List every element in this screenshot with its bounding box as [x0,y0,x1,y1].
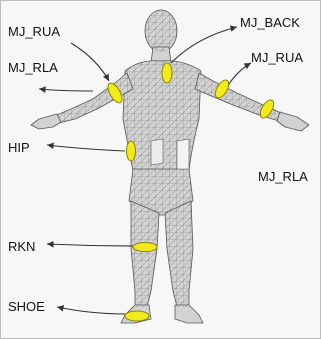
label-mj-rla-right: MJ_RLA [258,170,308,183]
arrow-mj-back [171,27,237,63]
label-mj-rua-right: MJ_RUA [251,51,303,64]
label-shoe: SHOE [8,300,45,313]
label-mj-rua-left: MJ_RUA [8,25,60,38]
arrow-mj-rua-left [71,43,109,81]
mesh-highlight [177,139,189,169]
label-hip: HIP [8,141,30,154]
sensor-hip [127,141,136,161]
arrow-rkn [47,244,135,246]
sensor-rkn [133,243,157,252]
mesh-highlight [151,139,163,165]
sensor-mj-back [162,63,172,83]
label-mj-back: MJ_BACK [240,16,300,29]
arrow-mj-rua-right [227,63,251,87]
arrow-hip [47,145,125,151]
arrow-shoe [57,307,127,314]
label-mj-rla-left: MJ_RLA [8,61,58,74]
arrow-mj-rla-left [39,89,93,91]
sensor-shoe [125,311,149,321]
label-rkn: RKN [8,240,35,253]
